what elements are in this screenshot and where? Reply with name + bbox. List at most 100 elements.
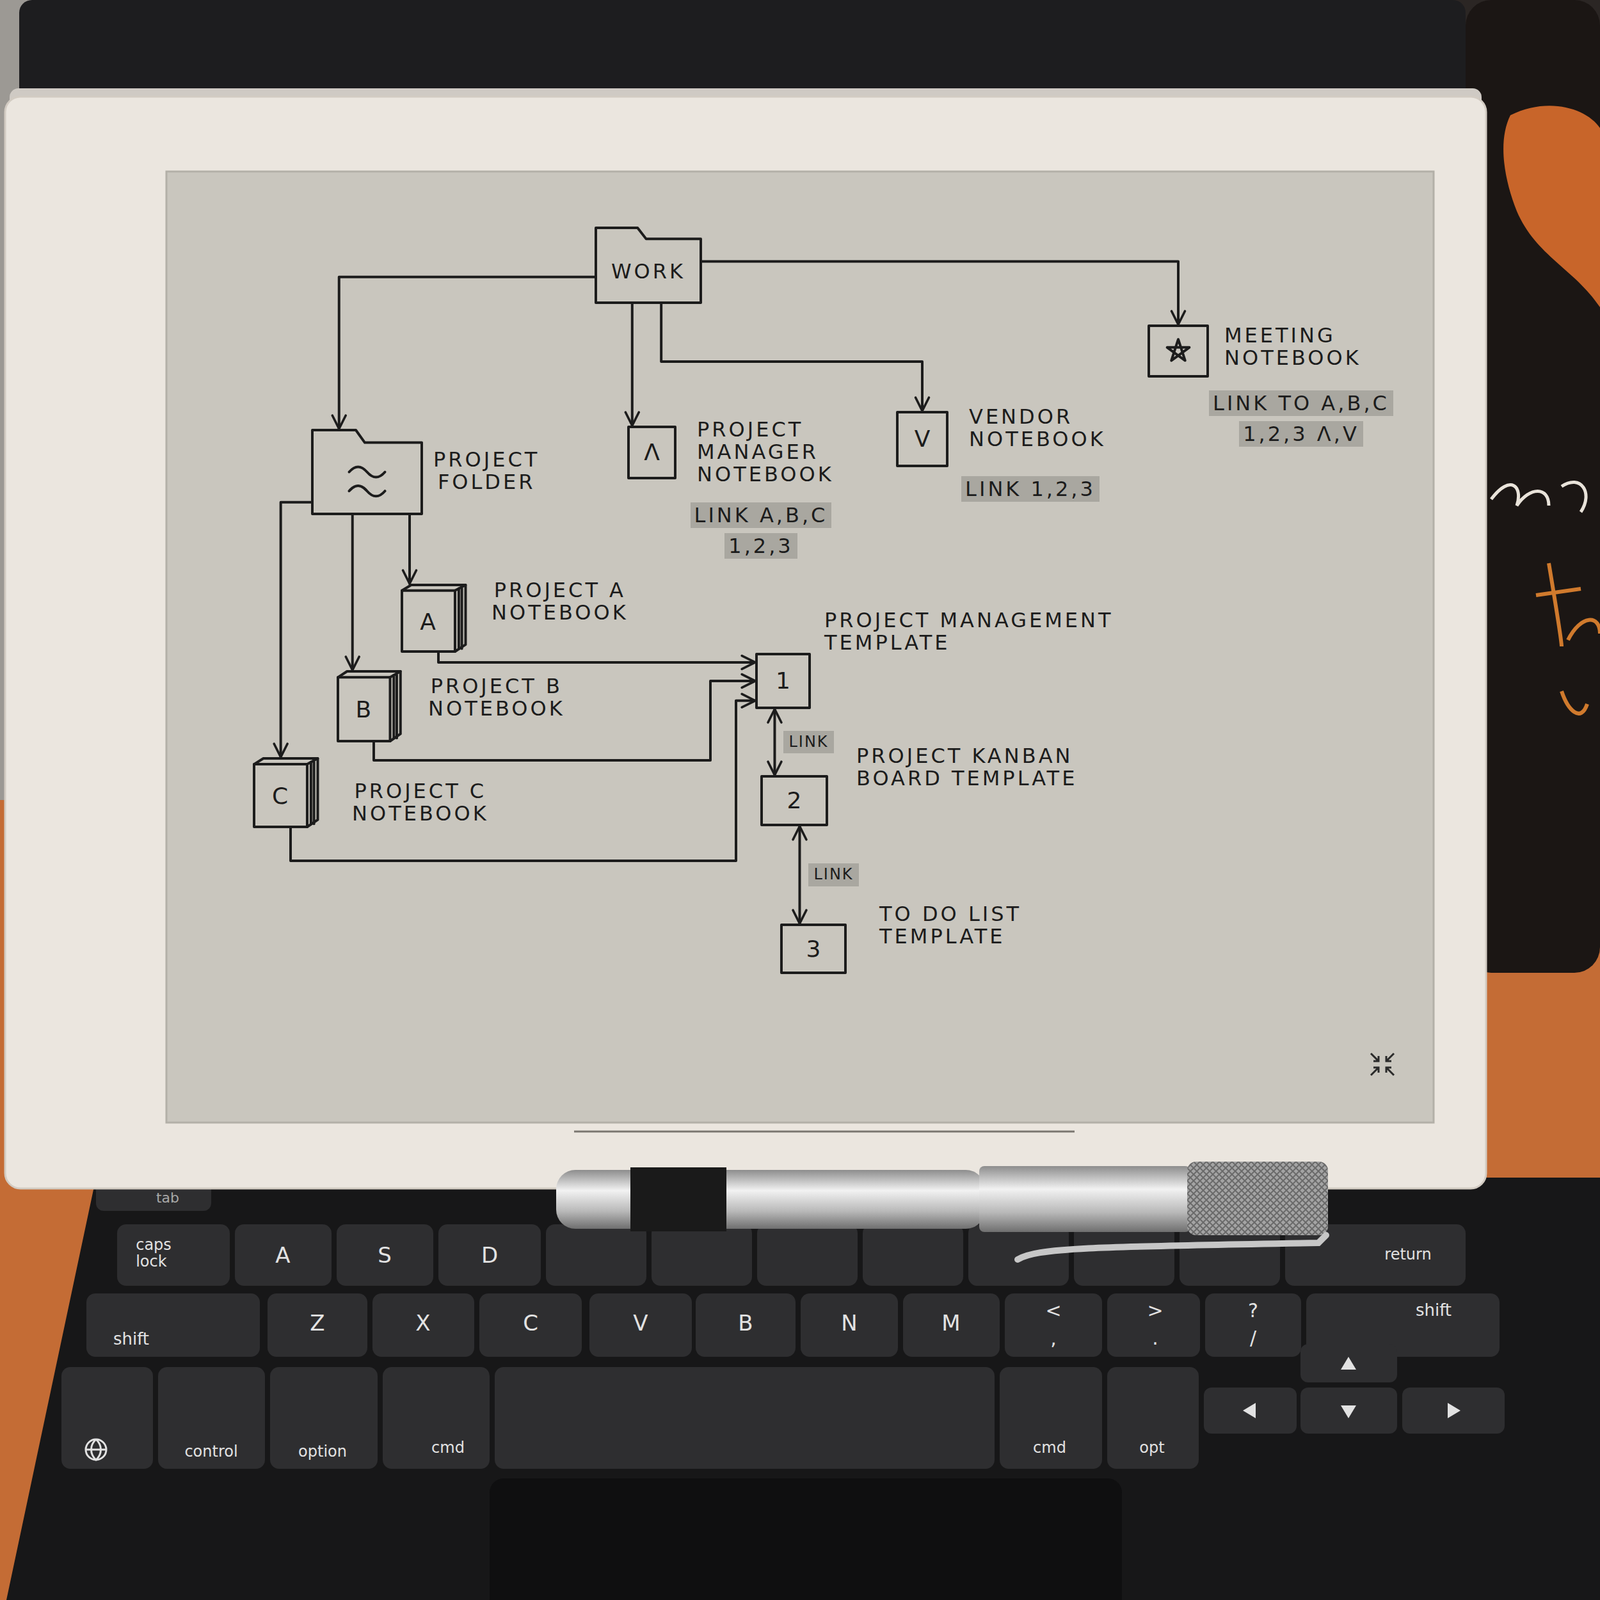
folderwave-outline [311, 428, 424, 516]
arrow-symbol [1242, 1402, 1256, 1419]
label-holder: PROJECT MANAGER NOTEBOOK [696, 418, 834, 487]
key [1107, 1293, 1200, 1357]
book-back [307, 758, 319, 827]
book-page [460, 588, 464, 649]
notebook-icon: BPROJECT B NOTEBOOK [336, 670, 411, 743]
key-legend: . [1152, 1327, 1159, 1349]
collapse-icon [1386, 1067, 1394, 1076]
link-note: LINK A,B,C 1,2,3 [690, 502, 832, 559]
key [695, 1293, 796, 1357]
key-legend: V [632, 1311, 648, 1336]
key-legend: > [1146, 1299, 1163, 1321]
arrow-keys [1242, 1356, 1461, 1419]
box-outline [761, 776, 827, 825]
book-cover [337, 677, 391, 742]
tablet-body [5, 96, 1487, 1189]
edge-label: LINK [783, 730, 834, 754]
connector-arrow [773, 709, 776, 776]
book-cover [401, 590, 456, 652]
globe-symbol [85, 1439, 107, 1460]
label-holder: TO DO LIST TEMPLATE [879, 903, 1091, 948]
book-back [455, 584, 466, 652]
pen-clip [1017, 1235, 1327, 1260]
collapse-icon [1386, 1053, 1394, 1062]
pen-grip [1187, 1161, 1328, 1236]
label-holder: PROJECT KANBAN BOARD TEMPLATE [856, 744, 1138, 790]
key [1300, 1344, 1398, 1383]
icon-text-holder: C [252, 764, 308, 829]
key [494, 1367, 995, 1469]
key [86, 1293, 260, 1357]
key [1107, 1367, 1199, 1469]
book-page [312, 762, 316, 825]
notebook-box: ΛPROJECT MANAGER NOTEBOOKLINK A,B,C 1,2,… [627, 425, 677, 480]
book-outline [400, 583, 477, 653]
key [61, 1367, 153, 1469]
icon-letter: 1 [775, 668, 791, 694]
icon-letter: 2 [787, 787, 802, 814]
key-legend: / [1249, 1327, 1257, 1349]
key [800, 1293, 898, 1357]
folder-outline [595, 227, 701, 303]
pen-barrel [979, 1166, 1191, 1232]
connector-arrow [408, 515, 411, 584]
folder-node: WORK [594, 226, 703, 304]
connector-arrow [702, 261, 1179, 325]
book-page [309, 762, 313, 825]
label-holder: PROJECT B NOTEBOOK [428, 675, 566, 720]
book-page [392, 675, 395, 738]
project-folder: PROJECT FOLDER [311, 428, 424, 516]
key-legend: shift [1415, 1301, 1452, 1320]
link-note: LINK 1,2,3 [961, 476, 1100, 502]
node-label: PROJECT C NOTEBOOK [352, 780, 489, 825]
collapse-icon [1370, 1053, 1379, 1062]
box-outline [628, 426, 676, 479]
label-holder: VENDOR NOTEBOOK [968, 405, 1106, 451]
mug-lettering [1491, 482, 1586, 512]
key [479, 1293, 582, 1357]
icon-letter: C [272, 783, 288, 809]
key-legend: tab [156, 1190, 180, 1206]
notebook-box: MEETING NOTEBOOKLINK TO A,B,C 1,2,3 Λ,V [1147, 324, 1209, 378]
node-label: TO DO LIST TEMPLATE [879, 903, 1091, 948]
label-holder: PROJECT FOLDER [433, 448, 540, 494]
key [382, 1367, 490, 1469]
pen-strap [630, 1167, 727, 1232]
key [903, 1293, 1000, 1357]
mug-lettering [1561, 691, 1588, 714]
icon-text-holder: V [896, 410, 949, 468]
key-legend: A [275, 1243, 290, 1268]
key [1402, 1387, 1505, 1434]
star-outline [1147, 324, 1209, 378]
key-legend: ? [1248, 1299, 1259, 1321]
wave-symbol [349, 466, 386, 477]
label-holder: PROJECT MANAGEMENT TEMPLATE [824, 609, 1183, 655]
book-outline [336, 670, 411, 743]
key [757, 1224, 858, 1286]
key [1205, 1293, 1302, 1357]
key [589, 1293, 692, 1357]
node-label: PROJECT B NOTEBOOK [428, 675, 566, 720]
key [1203, 1387, 1297, 1434]
mug-print [1503, 105, 1600, 308]
connector-arrow [631, 304, 634, 426]
icon-letter: B [355, 696, 372, 723]
key-legend: control [184, 1443, 238, 1460]
globe-symbol [85, 1439, 107, 1460]
key-legend: D [481, 1243, 498, 1268]
icon-letter: WORK [611, 260, 686, 283]
tablet-screen [166, 171, 1434, 1123]
box-outline [756, 654, 810, 708]
icon-text-holder: Λ [627, 425, 677, 480]
key [372, 1293, 475, 1357]
book-page [395, 675, 399, 738]
node-label: MEETING NOTEBOOK [1224, 324, 1362, 370]
connector-arrow [280, 502, 312, 758]
connector-arrow [661, 304, 923, 411]
key-legend: return [1384, 1246, 1432, 1263]
book-page [457, 588, 461, 649]
key-legend: B [737, 1311, 753, 1336]
label-holder: PROJECT A NOTEBOOK [491, 579, 629, 624]
wave-symbol [349, 485, 386, 496]
